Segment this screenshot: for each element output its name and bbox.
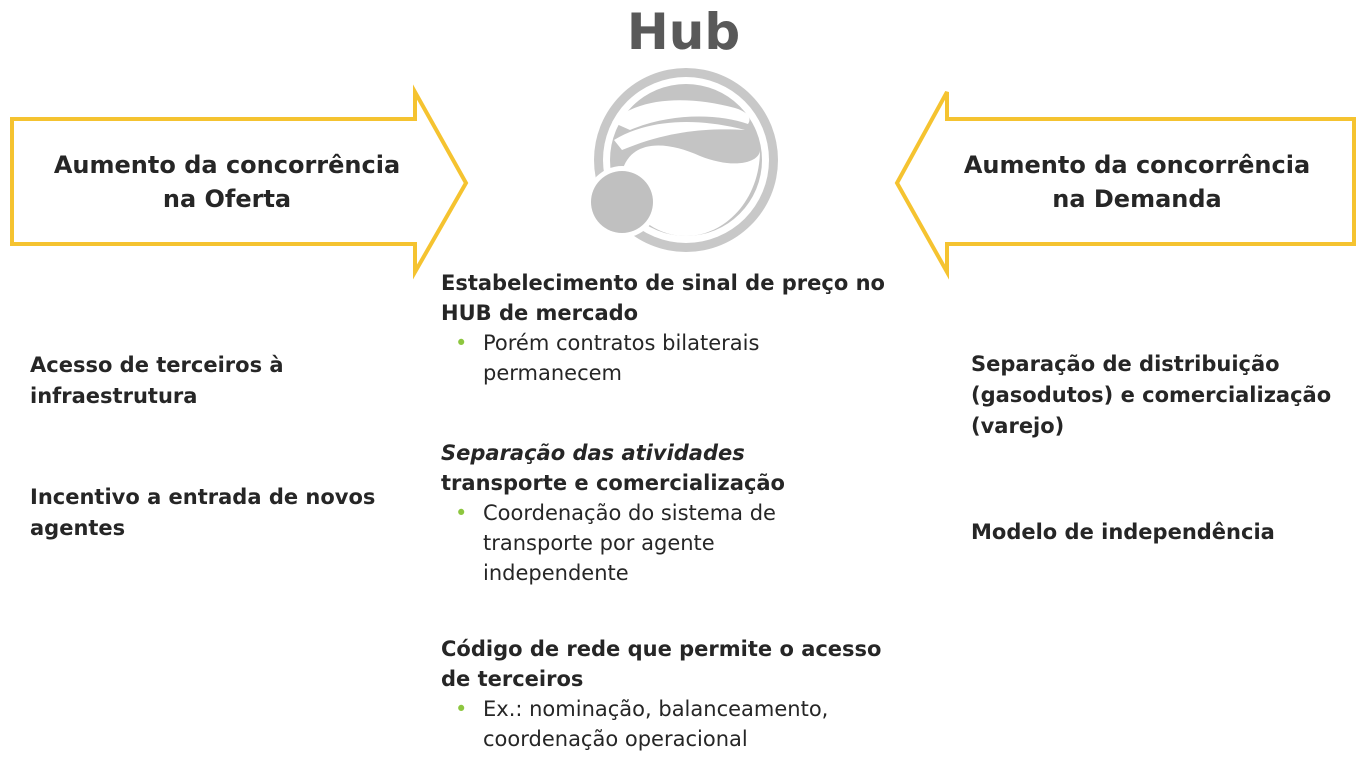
separation-bullet-line3: independente: [483, 561, 629, 585]
right-item-independence: Modelo de independência: [971, 517, 1363, 548]
separation-heading-line2: transporte e comercialização: [441, 471, 785, 495]
right-item-separation-line3: (varejo): [971, 414, 1065, 438]
left-item-access-line2: infraestrutura: [30, 384, 198, 408]
page-title: Hub: [626, 3, 741, 61]
center-block-price-signal: Estabelecimento de sinal de preço no HUB…: [441, 268, 961, 388]
network-code-bullet: • Ex.: nominação, balanceamento, coorden…: [441, 694, 961, 754]
right-arrow-shape: [894, 91, 1356, 280]
network-code-bullet-line1: Ex.: nominação, balanceamento,: [483, 697, 829, 721]
left-arrow-label: Aumento da concorrência na Oferta: [22, 148, 432, 216]
center-block-network-code: Código de rede que permite o acesso de t…: [441, 634, 961, 754]
right-item-separation: Separação de distribuição (gasodutos) e …: [971, 349, 1363, 442]
right-arrow-label: Aumento da concorrência na Demanda: [932, 148, 1342, 216]
network-code-heading-line1: Código de rede que permite o acesso: [441, 637, 882, 661]
separation-heading-line1: Separação das atividades: [441, 438, 961, 468]
right-arrow-line1: Aumento da concorrência: [963, 151, 1311, 179]
network-code-bullet-line2: coordenação operacional: [483, 727, 748, 751]
left-item-incentive: Incentivo a entrada de novos agentes: [30, 482, 430, 544]
left-arrow-line1: Aumento da concorrência: [53, 151, 401, 179]
price-signal-heading-line1: Estabelecimento de sinal de preço no: [441, 271, 885, 295]
bullet-icon: •: [455, 331, 468, 355]
hub-logo-icon: [586, 68, 778, 252]
separation-heading-italic: Separação das atividades: [441, 441, 745, 465]
bullet-icon: •: [455, 501, 468, 525]
bullet-icon: •: [455, 697, 468, 721]
left-item-access: Acesso de terceiros à infraestrutura: [30, 350, 430, 412]
price-signal-heading-line2: HUB de mercado: [441, 301, 639, 325]
left-item-access-line1: Acesso de terceiros à: [30, 353, 284, 377]
right-item-separation-line1: Separação de distribuição: [971, 352, 1280, 376]
left-arrow-line2: na Oferta: [162, 185, 292, 213]
right-item-independence-line1: Modelo de independência: [971, 520, 1275, 544]
left-item-incentive-line2: agentes: [30, 516, 126, 540]
right-arrow-line2: na Demanda: [1052, 185, 1222, 213]
center-block-separation: Separação das atividades transporte e co…: [441, 438, 961, 588]
price-signal-bullet-line2: permanecem: [483, 361, 622, 385]
left-item-incentive-line1: Incentivo a entrada de novos: [30, 485, 376, 509]
right-item-separation-line2: (gasodutos) e comercialização: [971, 383, 1332, 407]
left-arrow-shape: [10, 84, 469, 280]
price-signal-bullet: • Porém contratos bilaterais permanecem: [441, 328, 961, 388]
separation-bullet-line1: Coordenação do sistema de: [483, 501, 776, 525]
price-signal-bullet-line1: Porém contratos bilaterais: [483, 331, 760, 355]
separation-bullet: • Coordenação do sistema de transporte p…: [441, 498, 961, 588]
separation-bullet-line2: transporte por agente: [483, 531, 715, 555]
network-code-heading-line2: de terceiros: [441, 667, 584, 691]
